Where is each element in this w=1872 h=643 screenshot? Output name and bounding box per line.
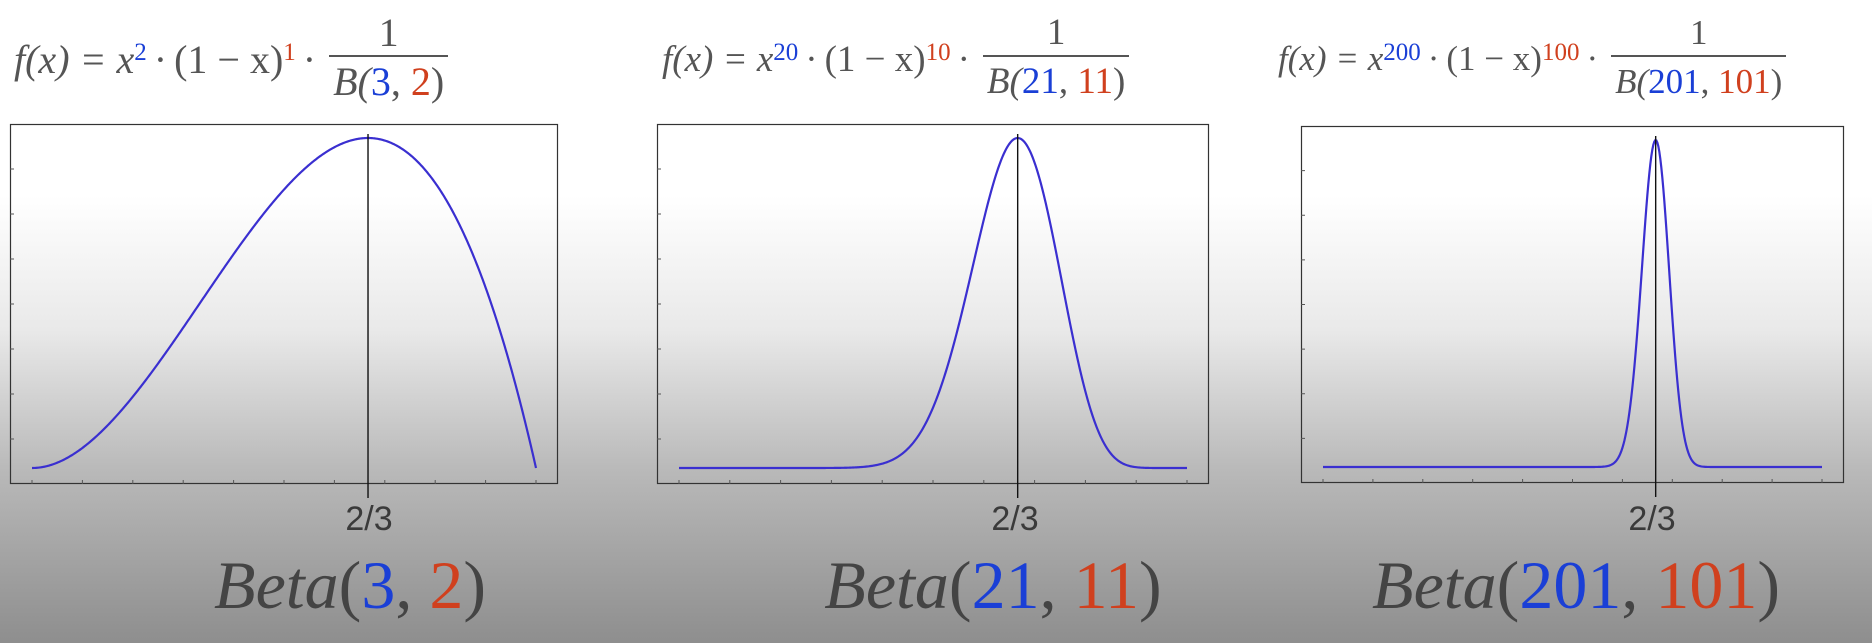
formula-mid: (1 − x) [1446, 39, 1542, 78]
den-beta: 2 [410, 59, 431, 104]
formula-mid: (1 − x) [824, 38, 926, 80]
beta-fn: B( [986, 61, 1022, 102]
title-beta: 11 [1073, 547, 1140, 623]
tick-label-2: 2/3 [991, 500, 1039, 538]
den-comma: , [1700, 62, 1719, 101]
den-comma: , [1058, 61, 1078, 102]
chart-title-3: Beta(201, 101) [1372, 547, 1780, 623]
den-close: ) [430, 59, 445, 104]
tick-label-1: 2/3 [345, 500, 393, 538]
formula-fraction: 1 B(201, 101) [1611, 11, 1787, 107]
formula-dot: · [302, 36, 317, 82]
fraction-denominator: B(3, 2) [329, 55, 449, 107]
formula-exp-1mx: 1 [283, 39, 296, 66]
title-name: Beta [1372, 547, 1497, 623]
fraction-numerator: 1 [1046, 12, 1066, 53]
formula-exp-1mx: 10 [925, 39, 951, 66]
plot-2 [656, 123, 1210, 498]
formula-dot: · [957, 38, 970, 80]
title-alpha: 21 [971, 547, 1040, 623]
density-curve [31, 136, 538, 470]
density-curve [679, 136, 1187, 470]
title-beta: 2 [429, 547, 464, 623]
den-beta: 101 [1718, 62, 1771, 101]
formula-dot: · [1427, 39, 1440, 78]
beta-fn: B( [333, 59, 371, 104]
formula-dot: · [1586, 39, 1599, 78]
chart-title-1: Beta(3, 2) [214, 547, 486, 623]
formula-dot: · [153, 36, 168, 82]
fraction-numerator: 1 [378, 10, 399, 55]
fraction-denominator: B(21, 11) [982, 55, 1130, 107]
den-beta: 11 [1077, 61, 1113, 102]
formula-fraction: 1 B(3, 2) [329, 10, 449, 107]
title-alpha: 201 [1519, 547, 1622, 623]
formula-lhs: f(x) = x [14, 36, 135, 82]
title-alpha: 3 [361, 547, 396, 623]
density-curve [1323, 138, 1822, 469]
title-name: Beta [824, 547, 949, 623]
formula-mid: (1 − x) [174, 36, 284, 82]
formula-exp-1mx: 100 [1541, 39, 1580, 66]
formula-dot: · [805, 38, 818, 80]
formula-fraction: 1 B(21, 11) [982, 11, 1130, 107]
den-alpha: 3 [370, 59, 391, 104]
formula-lhs: f(x) = x [1278, 39, 1384, 78]
plot-frame [1300, 125, 1845, 484]
fraction-denominator: B(201, 101) [1611, 55, 1787, 107]
title-beta: 101 [1655, 547, 1758, 623]
den-close: ) [1770, 62, 1783, 101]
formula-exp-x: 20 [773, 39, 799, 66]
den-close: ) [1113, 61, 1126, 102]
chart-title-2: Beta(21, 11) [824, 547, 1162, 623]
den-comma: , [390, 59, 411, 104]
plot-1 [9, 123, 559, 498]
beta-fn: B( [1615, 62, 1649, 101]
plot-frame [656, 123, 1210, 485]
formula-exp-x: 2 [134, 39, 147, 66]
den-alpha: 21 [1021, 61, 1059, 102]
formula-exp-x: 200 [1383, 39, 1421, 66]
formula-lhs: f(x) = x [662, 38, 774, 80]
plot-frame [9, 123, 559, 485]
fraction-numerator: 1 [1689, 13, 1708, 52]
plot-3 [1300, 125, 1845, 497]
title-name: Beta [214, 547, 339, 623]
den-alpha: 201 [1648, 62, 1701, 101]
tick-label-3: 2/3 [1628, 500, 1676, 538]
